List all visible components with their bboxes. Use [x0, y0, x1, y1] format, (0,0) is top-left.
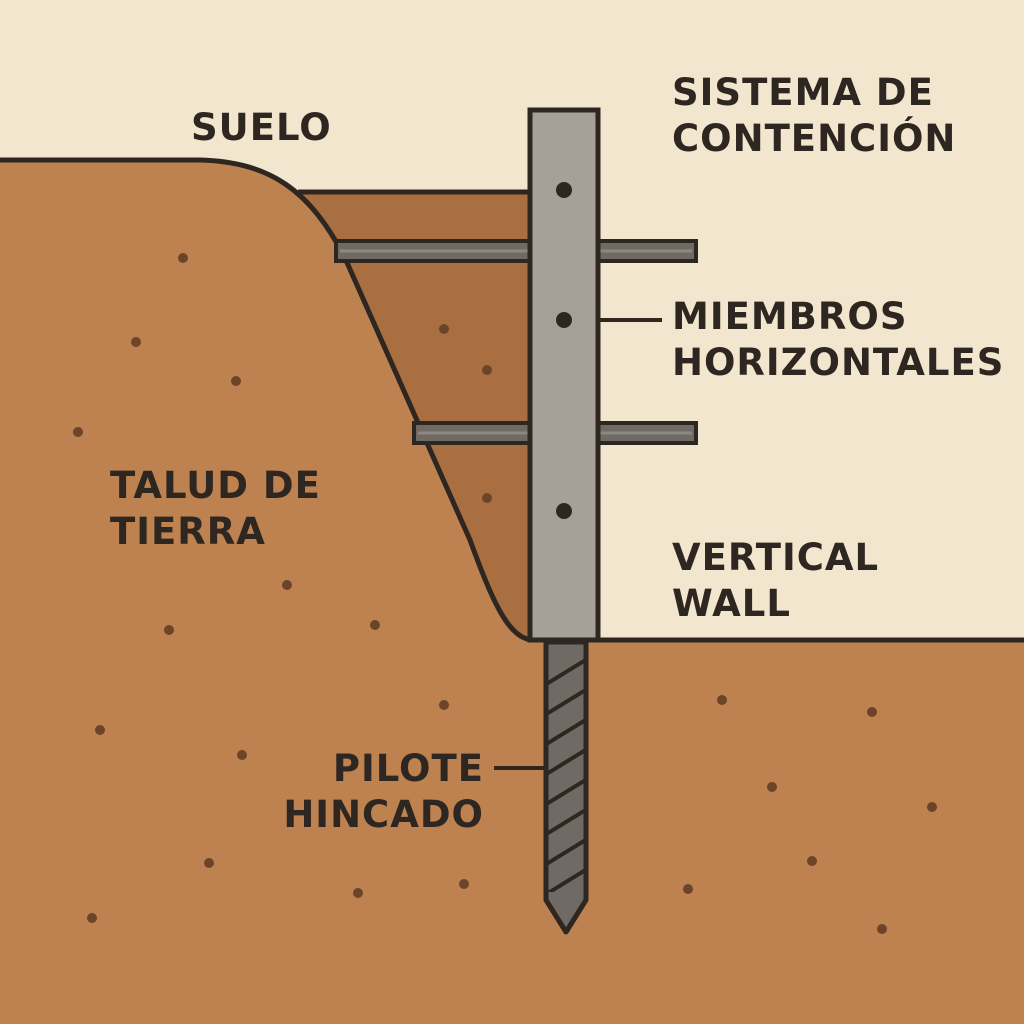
- label-suelo-text: SUELO: [191, 106, 332, 149]
- vertical-wall: [527, 107, 601, 643]
- label-miembros-horizontales: MIEMBROS HORIZONTALES: [672, 294, 1004, 386]
- wall-bolt-2: [556, 312, 572, 328]
- label-talud-de-tierra: TALUD DE TIERRA: [110, 463, 321, 555]
- label-sistema-line2: CONTENCIÓN: [672, 117, 957, 160]
- soil-mass: [0, 160, 1024, 1024]
- label-vertical-line2: WALL: [672, 582, 791, 625]
- wall-bolt-1: [556, 182, 572, 198]
- label-sistema-de-contencion: SISTEMA DE CONTENCIÓN: [672, 70, 956, 162]
- label-talud-line2: TIERRA: [110, 510, 266, 553]
- pile-hatching: [548, 658, 584, 892]
- label-pilote-line1: PILOTE: [332, 747, 484, 790]
- label-suelo: SUELO: [191, 105, 332, 151]
- label-pilote-hincado: PILOTE HINCADO: [240, 746, 484, 838]
- label-sistema-line1: SISTEMA DE: [672, 71, 934, 114]
- label-miembros-line2: HORIZONTALES: [672, 341, 1005, 384]
- label-pilote-line2: HINCADO: [283, 793, 484, 836]
- label-vertical-wall: VERTICAL WALL: [672, 535, 879, 627]
- label-talud-line1: TALUD DE: [110, 464, 321, 507]
- soil-specks: [73, 253, 937, 934]
- label-vertical-line1: VERTICAL: [672, 536, 880, 579]
- wall-bolt-3: [556, 503, 572, 519]
- retained-soil-zone: [298, 192, 532, 640]
- label-miembros-line1: MIEMBROS: [672, 295, 908, 338]
